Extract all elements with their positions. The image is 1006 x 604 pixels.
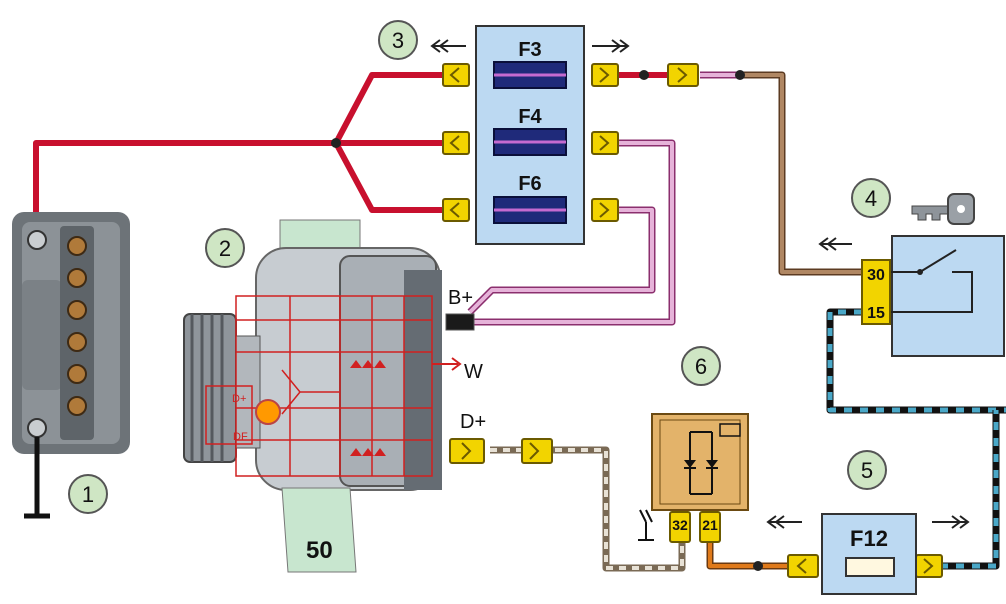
callout-2: 2 — [205, 228, 245, 268]
wire-f4-to-bplus — [470, 141, 674, 324]
callout-5-label: 5 — [861, 458, 873, 483]
internal-circuit — [205, 295, 433, 477]
wire-ignition-15 — [827, 309, 1006, 413]
wire-to-ignition-30 — [740, 73, 862, 274]
wire-dplus-to-relay-32 — [490, 448, 684, 570]
fuse-f12-label: F12 — [850, 526, 888, 551]
relay-pin-21: 21 — [702, 517, 718, 533]
fuse-label-f6: F6 — [518, 173, 541, 195]
alternator — [183, 219, 475, 573]
relay-pin-32: 32 — [672, 517, 688, 533]
ignition-switch — [861, 235, 1005, 357]
brown-wire — [740, 71, 862, 276]
key-icon — [911, 193, 975, 225]
fuse-f12 — [821, 513, 917, 595]
bplus-terminal — [445, 313, 475, 331]
callout-3: 3 — [378, 20, 418, 60]
splice-dot — [735, 70, 745, 80]
callout-6-label: 6 — [695, 354, 707, 379]
pink-wires — [467, 71, 740, 326]
callout-1-label: 1 — [82, 482, 94, 507]
battery-warning-icon — [719, 423, 741, 437]
wire-relay-21-to-f12 — [708, 540, 800, 568]
regulator-df-label: DF — [233, 431, 248, 443]
rectifier-diodes — [350, 360, 386, 456]
battery-negative-terminal — [27, 418, 47, 438]
grey-white-wire — [490, 446, 686, 572]
splice-dot — [639, 70, 649, 80]
direction-arrows — [430, 39, 970, 529]
alternator-pulley — [183, 313, 237, 463]
mount-bracket — [281, 487, 357, 573]
mount-label-50: 50 — [306, 537, 333, 564]
wire-junction-dot — [331, 138, 341, 148]
terminal-w-label: W — [464, 361, 483, 383]
callout-6: 6 — [681, 346, 721, 386]
fuse-block — [475, 25, 585, 245]
callout-4: 4 — [851, 178, 891, 218]
ignition-pin-30: 30 — [867, 267, 885, 284]
regulator-brush — [255, 399, 281, 425]
fuse-label-f4: F4 — [518, 106, 542, 128]
red-wires — [33, 72, 690, 238]
wire-f6-to-bplus — [468, 208, 654, 314]
callout-1: 1 — [68, 474, 108, 514]
callout-3-label: 3 — [392, 28, 404, 53]
splice-dot — [753, 561, 763, 571]
wire-junction-to-f3 — [333, 72, 452, 145]
fuse-label-f3: F3 — [518, 39, 541, 61]
relay — [638, 413, 749, 541]
wire-junction-to-f6 — [333, 141, 452, 213]
ground-symbol — [24, 437, 50, 519]
orange-wire — [706, 540, 800, 570]
regulator-dplus-label: D+ — [232, 393, 246, 405]
battery-positive-terminal — [27, 230, 47, 250]
battery-cells — [67, 236, 87, 416]
callout-2-label: 2 — [219, 236, 231, 261]
terminal-bplus-label: B+ — [448, 287, 473, 309]
callout-4-label: 4 — [865, 186, 877, 211]
battery — [12, 212, 130, 519]
wire-battery-to-junction — [33, 140, 336, 238]
blue-black-wire — [826, 308, 1006, 570]
ignition-pin-15: 15 — [867, 305, 885, 322]
connector-chevrons — [449, 67, 934, 574]
terminal-dplus-label: D+ — [460, 411, 486, 433]
callout-5: 5 — [847, 450, 887, 490]
